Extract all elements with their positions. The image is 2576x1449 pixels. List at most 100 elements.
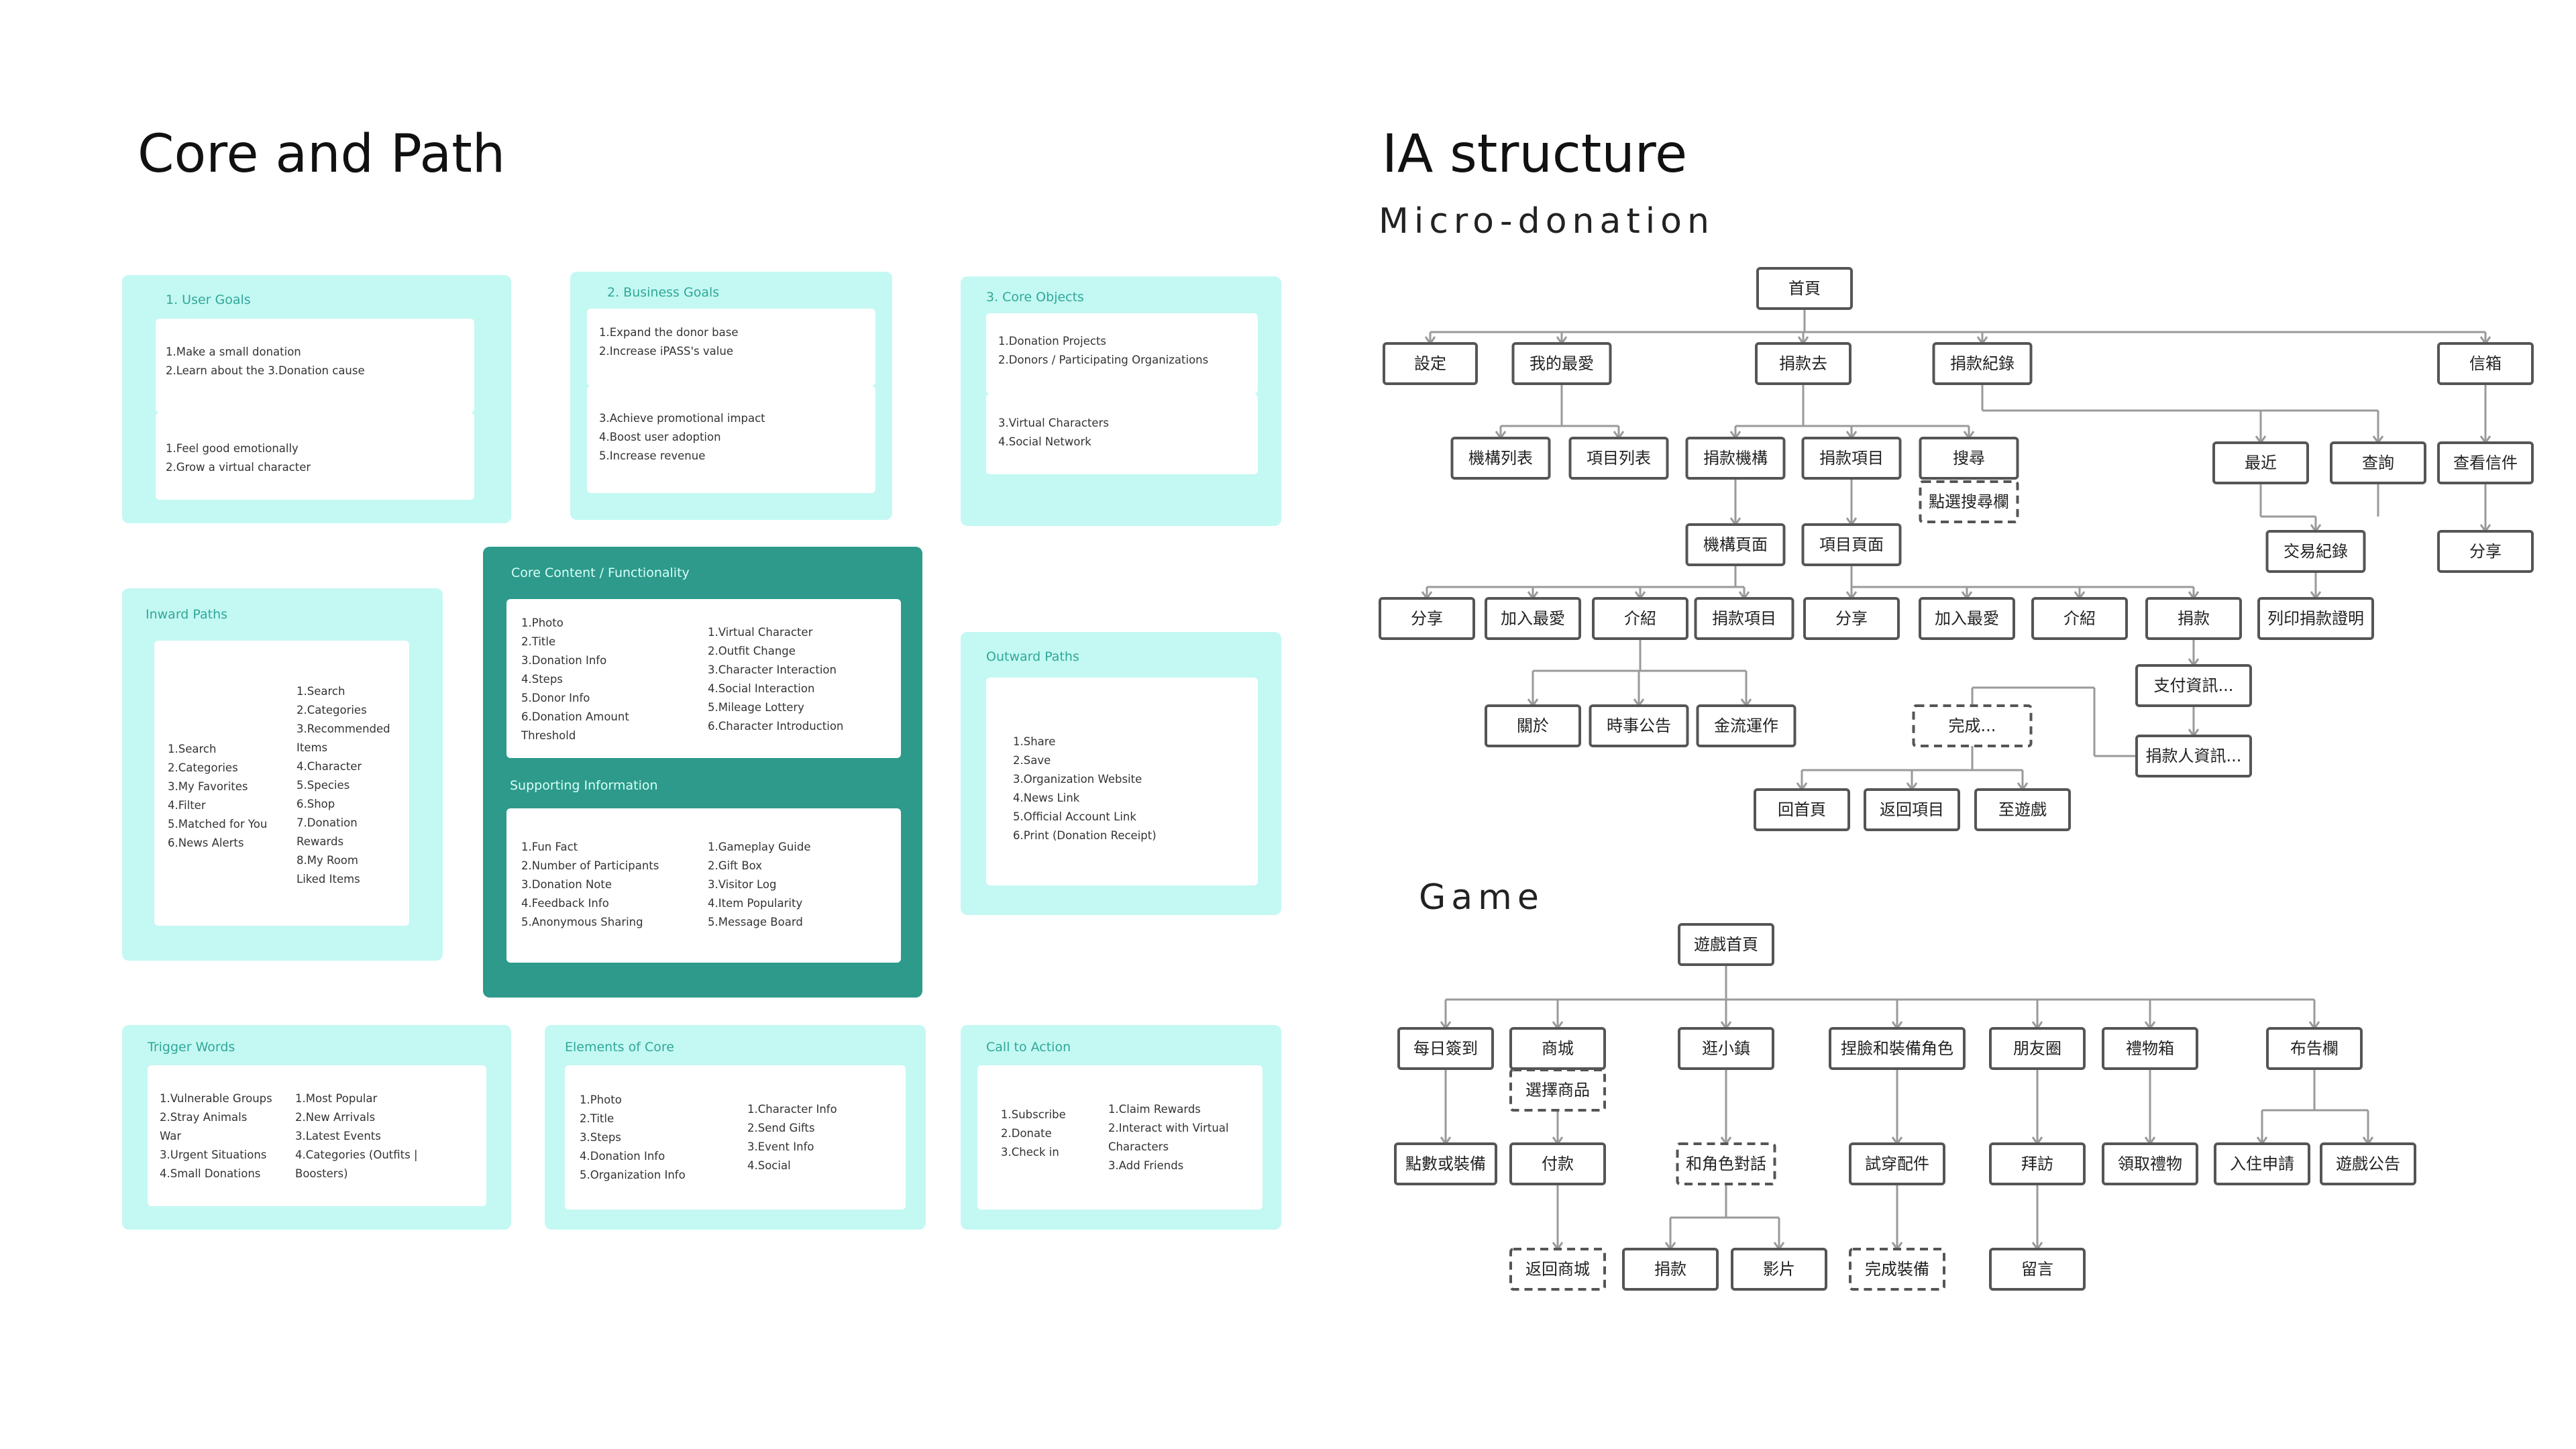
core-objects-text-1: 1.Donation Projects 2.Donors / Participa…	[998, 335, 1209, 366]
node-box	[2145, 597, 2242, 640]
core-content-title: Core Content / Functionality	[511, 566, 690, 580]
node-label: 金流運作	[1714, 716, 1778, 735]
inward-paths-panel: 1.Search 2.Categories 3.My Favorites 4.F…	[154, 641, 409, 926]
node-label: 影片	[1763, 1260, 1795, 1279]
node-box	[1829, 1027, 1966, 1070]
micro-node-proj-page: 項目頁面	[1801, 523, 1902, 566]
micro-node-settings: 設定	[1383, 342, 1478, 385]
supporting-info-panel: 1.Fun Fact 2.Number of Participants 3.Do…	[506, 808, 901, 963]
elements-core-title: Elements of Core	[565, 1040, 674, 1055]
node-label: 入住申請	[2230, 1155, 2294, 1173]
core-and-path-title: Core and Path	[138, 124, 506, 184]
node-box	[1974, 788, 2071, 831]
micro-node-cashflow: 金流運作	[1696, 704, 1796, 747]
inward-paths-title: Inward Paths	[146, 607, 228, 622]
micro-node-intro2: 介紹	[2031, 597, 2128, 640]
node-label: 信箱	[2469, 354, 2502, 373]
node-label: 領取禮物	[2118, 1155, 2182, 1173]
node-box	[1989, 1142, 2086, 1185]
inward-paths-col-2: 1.Search 2.Categories 3.Recommended Item…	[297, 685, 390, 885]
game-node-equip: 完成裝備	[1849, 1248, 1945, 1291]
node-box	[2102, 1142, 2198, 1185]
node-box	[1754, 788, 1850, 831]
node-label: 捐款	[2178, 609, 2210, 628]
game-node-apply: 入住申請	[2214, 1142, 2310, 1185]
node-box	[1509, 1069, 1606, 1112]
node-label: 關於	[1517, 716, 1549, 735]
core-content-panel: 1.Photo 2.Title 3.Donation Info 4.Steps …	[506, 599, 901, 758]
micro-node-addfav2: 加入最愛	[1919, 597, 2015, 640]
user-goals-card: 1. User Goals 1.Make a small donation 2.…	[122, 275, 511, 523]
micro-node-trans: 交易紀錄	[2265, 530, 2366, 573]
micro-node-print: 列印捐款證明	[2257, 597, 2374, 640]
node-box	[2437, 530, 2534, 573]
node-label: 捐款紀錄	[1950, 354, 2015, 373]
node-box	[2437, 441, 2534, 484]
elements-core-col-1: 1.Photo 2.Title 3.Steps 4.Donation Info …	[580, 1093, 686, 1181]
business-goals-text-2: 3.Achieve promotional impact 4.Boost use…	[599, 412, 765, 462]
game-title: Game	[1419, 877, 1544, 918]
node-box	[2437, 342, 2534, 385]
node-label: 最近	[2245, 453, 2277, 472]
micro-donation-title: Micro-donation	[1379, 201, 1715, 241]
node-label: 返回商城	[1525, 1260, 1590, 1279]
node-label: 朋友圈	[2013, 1039, 2061, 1058]
game-node-talk: 和角色對話	[1676, 1142, 1776, 1185]
node-box	[1803, 597, 1900, 640]
node-box	[1485, 597, 1581, 640]
node-label: 禮物箱	[2126, 1039, 2174, 1058]
node-box	[1379, 597, 1475, 640]
node-box	[1919, 480, 2019, 523]
node-label: 分享	[1411, 609, 1443, 628]
node-label: 查看信件	[2453, 453, 2518, 472]
node-box	[1801, 523, 1902, 566]
node-label: 遊戲公告	[2336, 1155, 2400, 1173]
trigger-words-col-2: 1.Most Popular 2.New Arrivals 3.Latest E…	[295, 1092, 418, 1180]
node-label: 設定	[1414, 354, 1446, 373]
node-box	[1568, 437, 1669, 480]
node-label: 分享	[2469, 542, 2502, 561]
node-label: 遊戲首頁	[1694, 935, 1758, 954]
supporting-info-col-1: 1.Fun Fact 2.Number of Participants 3.Do…	[521, 841, 659, 928]
micro-node-to-game: 至遊戲	[1974, 788, 2071, 831]
node-box	[1685, 437, 1786, 480]
user-goals-panel-2: 1.Feel good emotionally 2.Grow a virtual…	[156, 413, 474, 500]
node-box	[1509, 1142, 1606, 1185]
node-label: 捏臉和裝備角色	[1841, 1039, 1953, 1058]
node-box	[2135, 664, 2252, 707]
micro-node-records: 捐款紀錄	[1932, 342, 2033, 385]
core-content-col-1: 1.Photo 2.Title 3.Donation Info 4.Steps …	[521, 616, 629, 742]
game-node-board: 布告欄	[2266, 1027, 2363, 1070]
node-label: 試穿配件	[1865, 1155, 1929, 1173]
node-label: 首頁	[1788, 279, 1821, 298]
node-label: 捐款去	[1779, 354, 1827, 373]
node-box	[2214, 1142, 2310, 1185]
call-to-action-col-1: 1.Subscribe 2.Donate 3.Check in	[1001, 1108, 1066, 1159]
micro-node-donate-org: 捐款機構	[1685, 437, 1786, 480]
node-box	[1485, 704, 1581, 747]
game-node-visit: 拜訪	[1989, 1142, 2086, 1185]
game-node-gnews: 遊戲公告	[2320, 1142, 2416, 1185]
node-label: 點選搜尋欄	[1929, 492, 2009, 511]
supporting-info-title: Supporting Information	[510, 778, 658, 793]
user-goals-panel-1: 1.Make a small donation 2.Learn about th…	[156, 319, 474, 413]
game-node-video: 影片	[1731, 1248, 1827, 1291]
micro-node-done: 完成...	[1912, 704, 2033, 747]
outward-paths-title: Outward Paths	[986, 649, 1079, 664]
business-goals-panel-1: 1.Expand the donor base 2.Increase iPASS…	[587, 309, 875, 386]
business-goals-card: 2. Business Goals 1.Expand the donor bas…	[570, 272, 892, 520]
node-box	[2031, 597, 2128, 640]
node-box	[1864, 788, 1960, 831]
call-to-action-panel: 1.Subscribe 2.Donate 3.Check in 1.Claim …	[977, 1065, 1263, 1210]
game-node-friends: 朋友圈	[1989, 1027, 2086, 1070]
outward-paths-card: Outward Paths 1.Share 2.Save 3.Organizat…	[961, 632, 1281, 915]
node-label: 我的最愛	[1529, 354, 1594, 373]
game-node-getgift: 領取禮物	[2102, 1142, 2198, 1185]
user-goals-text-1: 1.Make a small donation 2.Learn about th…	[166, 345, 365, 377]
node-box	[1592, 597, 1688, 640]
node-label: 回首頁	[1778, 800, 1826, 819]
game-node-checkin: 每日簽到	[1397, 1027, 1494, 1070]
node-label: 查詢	[2362, 453, 2394, 472]
micro-node-mailbox: 信箱	[2437, 342, 2534, 385]
micro-node-fav: 我的最愛	[1511, 342, 1612, 385]
